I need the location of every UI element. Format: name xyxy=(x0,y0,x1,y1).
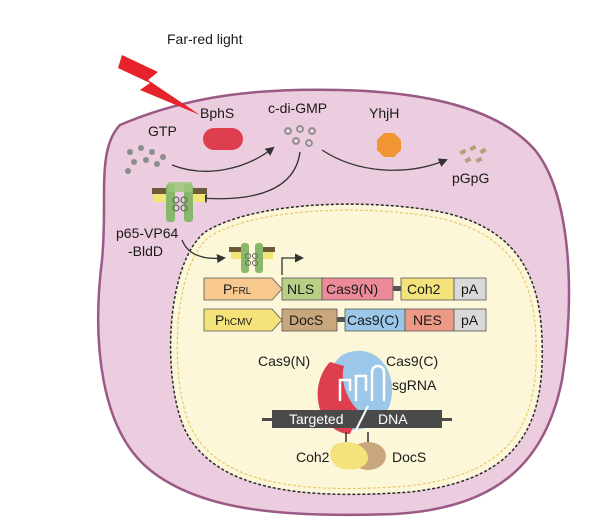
construct1-linker xyxy=(393,286,401,291)
p65-vp64-label-line2: -BldD xyxy=(128,243,163,259)
p65-vp64-bldd-complex-icon xyxy=(152,182,207,222)
yhjh-enzyme-icon xyxy=(377,133,401,157)
cas9c-label: Cas9(C) xyxy=(386,353,438,369)
construct-1: PFRL NLS Cas9(N) Coh2 pA xyxy=(203,277,487,301)
arrow-cdigmp-to-p65 xyxy=(198,151,301,203)
construct1-promoter-main: P xyxy=(223,281,232,297)
construct2-nes-label: NES xyxy=(413,312,442,328)
construct2-cas9c-label: Cas9(C) xyxy=(347,312,399,328)
coh2-docs-dimer-icon xyxy=(330,432,386,470)
transcription-start-arrow xyxy=(281,253,304,275)
construct2-docs-label: DocS xyxy=(289,312,323,328)
construct2-pa-label: pA xyxy=(461,312,479,328)
construct1-coh2-label: Coh2 xyxy=(407,281,441,297)
construct2-promoter-sub: hCMV xyxy=(224,317,252,328)
construct2-pa xyxy=(453,308,487,332)
p65-vp64-label-line1: p65-VP64 xyxy=(116,225,178,241)
targeted-dna-bar xyxy=(272,410,442,428)
lightning-icon xyxy=(118,55,200,115)
yhjh-label: YhjH xyxy=(369,105,399,121)
coh2-bottom-label: Coh2 xyxy=(296,449,330,465)
gtp-molecules-icon xyxy=(125,145,166,174)
arrow-p65-to-nucleus xyxy=(181,239,226,264)
bphs-enzyme-icon xyxy=(203,128,243,150)
pgpg-label: pGpG xyxy=(452,170,489,186)
cas9n-label: Cas9(N) xyxy=(258,353,310,369)
construct1-pa-label: pA xyxy=(461,281,479,297)
cas9-cut-slash xyxy=(354,405,369,433)
dna-strand-left xyxy=(262,418,272,421)
construct-2: PhCMV DocS Cas9(C) NES pA xyxy=(203,308,487,332)
construct2-promoter-main: P xyxy=(215,312,224,328)
far-red-light-label: Far-red light xyxy=(167,31,243,47)
arrow-cdigmp-to-pgpg xyxy=(321,149,448,171)
sgrna-label: sgRNA xyxy=(392,377,437,393)
bphs-label: BphS xyxy=(200,105,234,121)
sgrna-icon xyxy=(338,364,386,402)
gtp-label: GTP xyxy=(148,123,177,139)
p65-bound-promoter-icon xyxy=(229,243,275,273)
dna-strand-right xyxy=(442,418,452,421)
construct2-linker xyxy=(337,317,345,322)
dna-label: DNA xyxy=(378,411,408,427)
construct1-promoter-pfrl xyxy=(203,277,283,301)
arrow-gtp-to-cdigmp xyxy=(171,146,275,172)
docs-bottom-label: DocS xyxy=(392,449,426,465)
svg-text:PhCMV: PhCMV xyxy=(215,312,252,328)
construct1-cas9n-label: Cas9(N) xyxy=(326,281,378,297)
construct2-promoter-phcmv xyxy=(203,308,283,332)
pgpg-molecules-icon xyxy=(459,144,487,164)
svg-text:PFRL: PFRL xyxy=(223,281,252,297)
construct1-pa xyxy=(453,277,487,301)
construct1-nls-label: NLS xyxy=(287,281,314,297)
nucleus xyxy=(169,203,543,496)
nucleus-outline-inner xyxy=(176,209,537,490)
c-di-gmp-label: c-di-GMP xyxy=(268,100,327,116)
c-di-gmp-molecules-icon xyxy=(284,125,316,147)
construct1-promoter-sub: FRL xyxy=(232,286,251,297)
targeted-label: Targeted xyxy=(289,411,343,427)
